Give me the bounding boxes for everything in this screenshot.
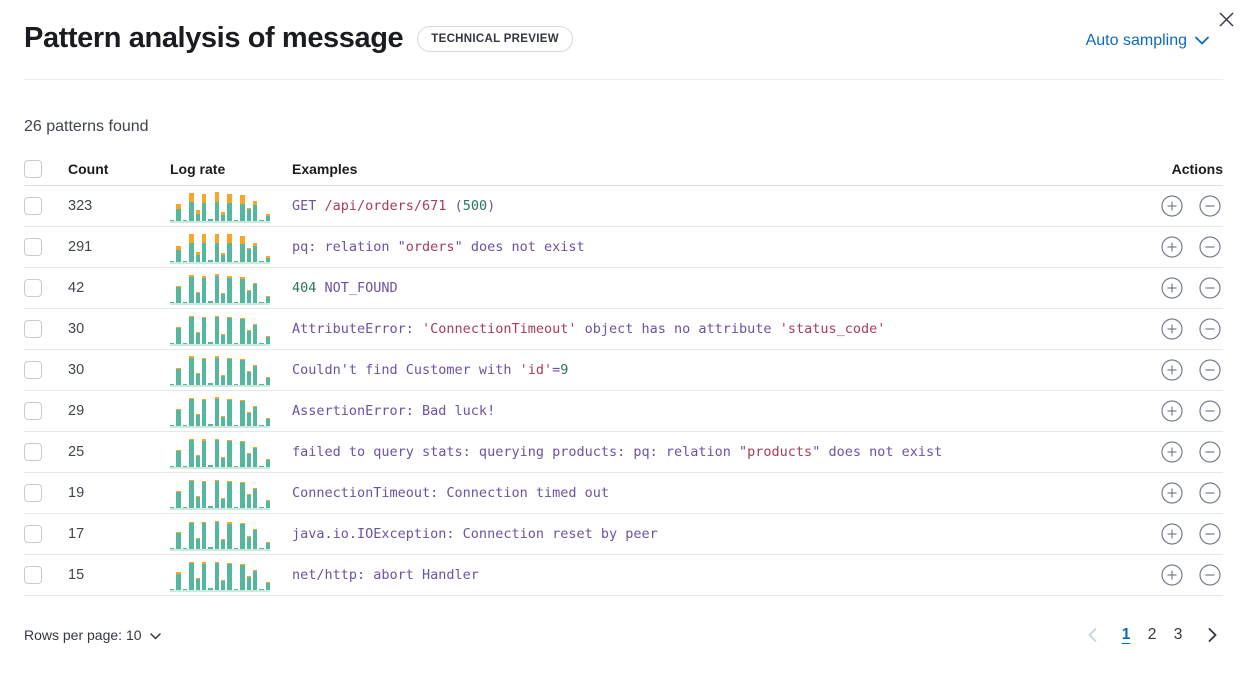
table-header-row: Count Log rate Examples Actions [24, 152, 1223, 186]
filter-in-button[interactable] [1161, 195, 1183, 217]
log-rate-sparkline [170, 395, 270, 428]
filter-out-button[interactable] [1199, 318, 1221, 340]
log-rate-sparkline [170, 477, 270, 510]
log-rate-sparkline [170, 518, 270, 551]
table-row: 42 404 NOT_FOUND [24, 268, 1223, 309]
header-divider [24, 79, 1223, 80]
count-cell: 30 [68, 362, 85, 378]
table-row: 323 GET /api/orders/671 (500) [24, 186, 1223, 227]
example-text: 404 NOT_FOUND [292, 280, 398, 296]
filter-in-button[interactable] [1161, 523, 1183, 545]
flyout-header: Pattern analysis of message TECHNICAL PR… [0, 0, 1247, 80]
filter-in-button[interactable] [1161, 564, 1183, 586]
example-text: failed to query stats: querying products… [292, 444, 943, 460]
log-rate-sparkline [170, 231, 270, 264]
rows-per-page-dropdown[interactable]: Rows per page: 10 [24, 627, 161, 643]
page-title: Pattern analysis of message [24, 22, 404, 54]
filter-in-button[interactable] [1161, 236, 1183, 258]
select-all-checkbox[interactable] [24, 159, 42, 178]
row-checkbox[interactable] [24, 525, 42, 543]
previous-page-button[interactable] [1081, 624, 1103, 646]
example-text: pq: relation "orders" does not exist [292, 239, 585, 255]
filter-out-button[interactable] [1199, 400, 1221, 422]
filter-out-button[interactable] [1199, 482, 1221, 504]
log-rate-sparkline [170, 436, 270, 469]
count-cell: 42 [68, 280, 85, 296]
example-text: AssertionError: Bad luck! [292, 403, 496, 419]
flyout-body: 26 patterns found Count Log rate Example… [0, 118, 1247, 648]
example-text: AttributeError: 'ConnectionTimeout' obje… [292, 321, 886, 337]
table-row: 17 java.io.IOException: Connection reset… [24, 514, 1223, 555]
log-rate-sparkline [170, 313, 270, 346]
table-row: 19 ConnectionTimeout: Connection timed o… [24, 473, 1223, 514]
row-checkbox[interactable] [24, 443, 42, 461]
technical-preview-badge: TECHNICAL PREVIEW [417, 25, 573, 52]
filter-out-button[interactable] [1199, 564, 1221, 586]
filter-out-button[interactable] [1199, 441, 1221, 463]
example-text: GET /api/orders/671 (500) [292, 198, 496, 214]
log-rate-sparkline [170, 190, 270, 223]
filter-in-button[interactable] [1161, 482, 1183, 504]
row-checkbox[interactable] [24, 402, 42, 420]
column-header-count: Count [68, 160, 109, 177]
page-number-1[interactable]: 1 [1113, 622, 1139, 648]
patterns-table: Count Log rate Examples Actions 323 GET … [24, 152, 1223, 596]
row-checkbox[interactable] [24, 566, 42, 584]
page-number-2[interactable]: 2 [1139, 622, 1165, 648]
table-row: 30 Couldn't find Customer with 'id'=9 [24, 350, 1223, 391]
example-text: Couldn't find Customer with 'id'=9 [292, 362, 569, 378]
row-checkbox[interactable] [24, 197, 42, 215]
close-icon[interactable] [1213, 6, 1239, 32]
count-cell: 29 [68, 403, 85, 419]
count-cell: 15 [68, 567, 85, 583]
sampling-dropdown[interactable]: Auto sampling [1086, 32, 1209, 50]
column-header-log-rate: Log rate [170, 160, 226, 177]
row-checkbox[interactable] [24, 320, 42, 338]
page-number-3[interactable]: 3 [1165, 622, 1191, 648]
table-row: 25 failed to query stats: querying produ… [24, 432, 1223, 473]
next-page-button[interactable] [1201, 624, 1223, 646]
chevron-down-icon [1195, 32, 1209, 50]
filter-in-button[interactable] [1161, 441, 1183, 463]
filter-in-button[interactable] [1161, 277, 1183, 299]
filter-out-button[interactable] [1199, 523, 1221, 545]
patterns-found-summary: 26 patterns found [24, 118, 149, 135]
log-rate-sparkline [170, 354, 270, 387]
count-cell: 30 [68, 321, 85, 337]
filter-out-button[interactable] [1199, 277, 1221, 299]
example-text: java.io.IOException: Connection reset by… [292, 526, 658, 542]
row-checkbox[interactable] [24, 484, 42, 502]
count-cell: 17 [68, 526, 85, 542]
filter-out-button[interactable] [1199, 195, 1221, 217]
table-row: 291 pq: relation "orders" does not exist [24, 227, 1223, 268]
table-row: 15 net/http: abort Handler [24, 555, 1223, 596]
sampling-dropdown-label: Auto sampling [1085, 32, 1187, 49]
chevron-down-icon [149, 627, 161, 643]
count-cell: 25 [68, 444, 85, 460]
row-checkbox[interactable] [24, 361, 42, 379]
filter-in-button[interactable] [1161, 400, 1183, 422]
table-row: 30 AttributeError: 'ConnectionTimeout' o… [24, 309, 1223, 350]
filter-in-button[interactable] [1161, 359, 1183, 381]
count-cell: 19 [68, 485, 85, 501]
filter-out-button[interactable] [1199, 236, 1221, 258]
log-rate-sparkline [170, 559, 270, 592]
filter-out-button[interactable] [1199, 359, 1221, 381]
row-checkbox[interactable] [24, 279, 42, 297]
example-text: ConnectionTimeout: Connection timed out [292, 485, 609, 501]
count-cell: 323 [68, 198, 93, 214]
log-rate-sparkline [170, 272, 270, 305]
table-body: 323 GET /api/orders/671 (500) 291 pq: re… [24, 186, 1223, 596]
example-text: net/http: abort Handler [292, 567, 479, 583]
table-row: 29 AssertionError: Bad luck! [24, 391, 1223, 432]
count-cell: 291 [68, 239, 93, 255]
row-checkbox[interactable] [24, 238, 42, 256]
filter-in-button[interactable] [1161, 318, 1183, 340]
column-header-examples: Examples [292, 160, 358, 177]
column-header-actions: Actions [1171, 160, 1223, 177]
rows-per-page-label: Rows per page: 10 [24, 627, 142, 643]
